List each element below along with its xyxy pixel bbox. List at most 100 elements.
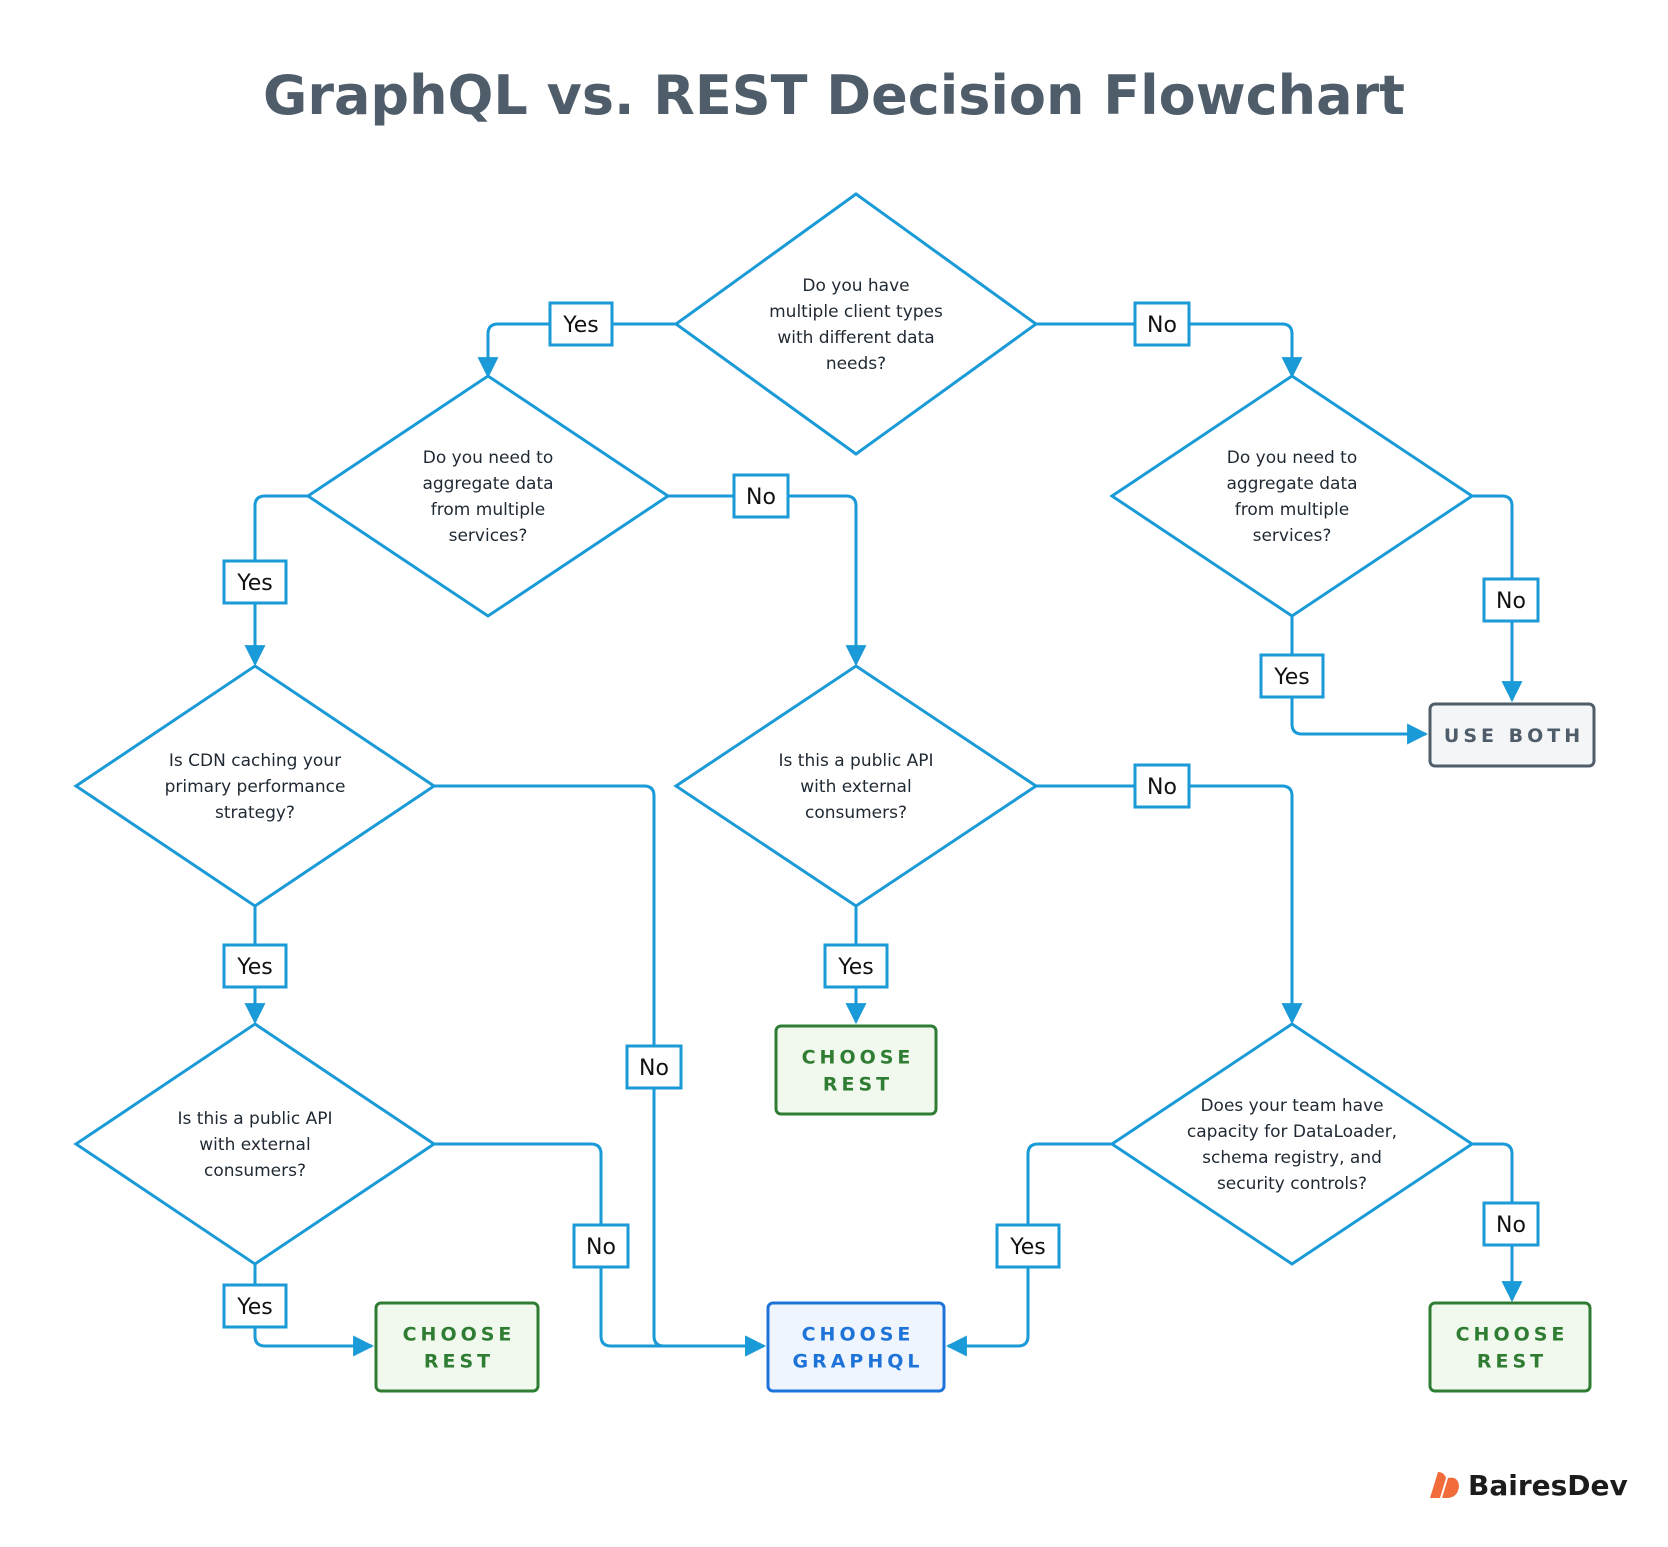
edge-label-text: No xyxy=(1147,313,1177,338)
edge-label-box xyxy=(222,943,288,989)
brand: BairesDev xyxy=(1428,1465,1628,1505)
edge-label-text: No xyxy=(1147,775,1177,800)
outcome-text-line: CHOOSE xyxy=(403,1324,516,1346)
decision-text-line: Is this a public API xyxy=(178,1109,333,1129)
edge-label-text: No xyxy=(1496,1213,1526,1238)
edge-q2-yes-q4 xyxy=(244,494,308,667)
edge-label-no: No xyxy=(1482,577,1540,623)
decision-diamond xyxy=(73,664,437,908)
edge-label-no: No xyxy=(572,1223,630,1269)
edge-label-text: No xyxy=(639,1056,669,1081)
decision-text-line: security controls? xyxy=(1217,1174,1367,1194)
edge-label-box xyxy=(625,1044,683,1090)
edge-label-box xyxy=(1133,301,1191,347)
decision-text-line: Is this a public API xyxy=(779,751,934,771)
decision-q5: Is this a public API with external consume… xyxy=(673,664,1039,908)
decision-diamond xyxy=(305,374,671,618)
edge-label-text: Yes xyxy=(1273,665,1310,690)
edge-label-no: No xyxy=(625,1044,683,1090)
outcome-text-line: REST xyxy=(823,1074,893,1096)
edge-label-text: No xyxy=(746,485,776,510)
edge-label-no: No xyxy=(1482,1201,1540,1247)
decision-text-line: Do you need to xyxy=(423,448,554,468)
outcome-box xyxy=(766,1301,946,1393)
outcome-box xyxy=(374,1301,540,1393)
decision-text-line: needs? xyxy=(826,354,886,374)
decision-text-line: services? xyxy=(1253,526,1332,546)
page-title: GraphQL vs. REST Decision Flowchart xyxy=(263,64,1405,127)
edge-label-box xyxy=(823,943,889,989)
edge-label-text: Yes xyxy=(236,955,273,980)
decision-text-line: with external xyxy=(800,777,911,797)
decision-text-line: consumers? xyxy=(204,1161,306,1181)
edge-label-text: No xyxy=(1496,589,1526,614)
edge-q1-yes-q2 xyxy=(477,322,676,379)
decision-diamond xyxy=(673,664,1039,908)
decision-text-line: primary performance xyxy=(165,777,346,797)
edge-label-yes: Yes xyxy=(1259,653,1325,699)
edge-label-text: Yes xyxy=(837,955,874,980)
outcome-box xyxy=(1428,702,1596,768)
decision-diamond xyxy=(673,192,1039,456)
edge-label-box xyxy=(572,1223,630,1269)
decision-diamond xyxy=(73,1022,437,1266)
outcome-rest3: CHOOSE REST xyxy=(1428,1301,1592,1393)
edge-q3-no-both xyxy=(1472,494,1523,703)
decision-text-line: from multiple xyxy=(1235,500,1349,520)
decision-text-line: schema registry, and xyxy=(1202,1148,1382,1168)
edge-q3-yes-both xyxy=(1290,616,1429,745)
edge-q5-no-q7 xyxy=(1036,784,1303,1025)
edge-label-text: Yes xyxy=(562,313,599,338)
decision-text-line: Do you have xyxy=(802,276,909,296)
decision-q4: Is CDN caching your primary performance st… xyxy=(73,664,437,908)
edge-label-box xyxy=(995,1223,1061,1269)
decision-text-line: Do you need to xyxy=(1227,448,1358,468)
decision-q3: Do you need to aggregate data from multipl… xyxy=(1109,374,1475,618)
edge-label-text: Yes xyxy=(236,1295,273,1320)
decision-text-line: aggregate data xyxy=(1226,474,1357,494)
edge-label-box xyxy=(1133,763,1191,809)
edge-q1-no-q3 xyxy=(1036,322,1303,379)
edge-label-no: No xyxy=(1133,763,1191,809)
outcome-text-line: REST xyxy=(1477,1351,1547,1373)
edge-q7-no-rest3 xyxy=(1472,1142,1523,1303)
edge-label-box xyxy=(1482,577,1540,623)
outcome-text-line: USE BOTH xyxy=(1444,725,1584,747)
edge-label-box xyxy=(222,1283,288,1329)
decision-text-line: Is CDN caching your xyxy=(169,751,341,771)
decision-text-line: from multiple xyxy=(431,500,545,520)
decision-text-line: consumers? xyxy=(805,803,907,823)
decision-diamond xyxy=(1109,1022,1475,1266)
edge-label-box xyxy=(1259,653,1325,699)
edge-label-yes: Yes xyxy=(823,943,889,989)
outcome-text-line: CHOOSE xyxy=(802,1324,915,1346)
edge-label-box xyxy=(548,301,614,347)
edge-q2-no-q5 xyxy=(668,494,867,667)
outcome-text-line: GRAPHQL xyxy=(792,1351,923,1373)
decision-diamond xyxy=(1109,374,1475,618)
edge-label-yes: Yes xyxy=(222,559,288,605)
decision-text-line: multiple client types xyxy=(769,302,943,322)
bairesdev-logo-icon xyxy=(1430,1472,1459,1498)
decision-text-line: aggregate data xyxy=(422,474,553,494)
edge-label-no: No xyxy=(732,473,790,519)
outcome-box xyxy=(1428,1301,1592,1393)
outcome-text-line: CHOOSE xyxy=(1456,1324,1569,1346)
edge-label-yes: Yes xyxy=(548,301,614,347)
outcome-graphql: CHOOSE GRAPHQL xyxy=(766,1301,946,1393)
outcome-both: USE BOTH xyxy=(1428,702,1596,768)
brand-name: BairesDev xyxy=(1468,1468,1628,1502)
decision-text-line: services? xyxy=(449,526,528,546)
edge-label-yes: Yes xyxy=(995,1223,1061,1269)
decision-text-line: strategy? xyxy=(215,803,295,823)
edge-q6-yes-rest1 xyxy=(253,1264,375,1357)
decision-q2: Do you need to aggregate data from multipl… xyxy=(305,374,671,618)
outcome-box xyxy=(774,1024,938,1116)
edge-label-box xyxy=(732,473,790,519)
